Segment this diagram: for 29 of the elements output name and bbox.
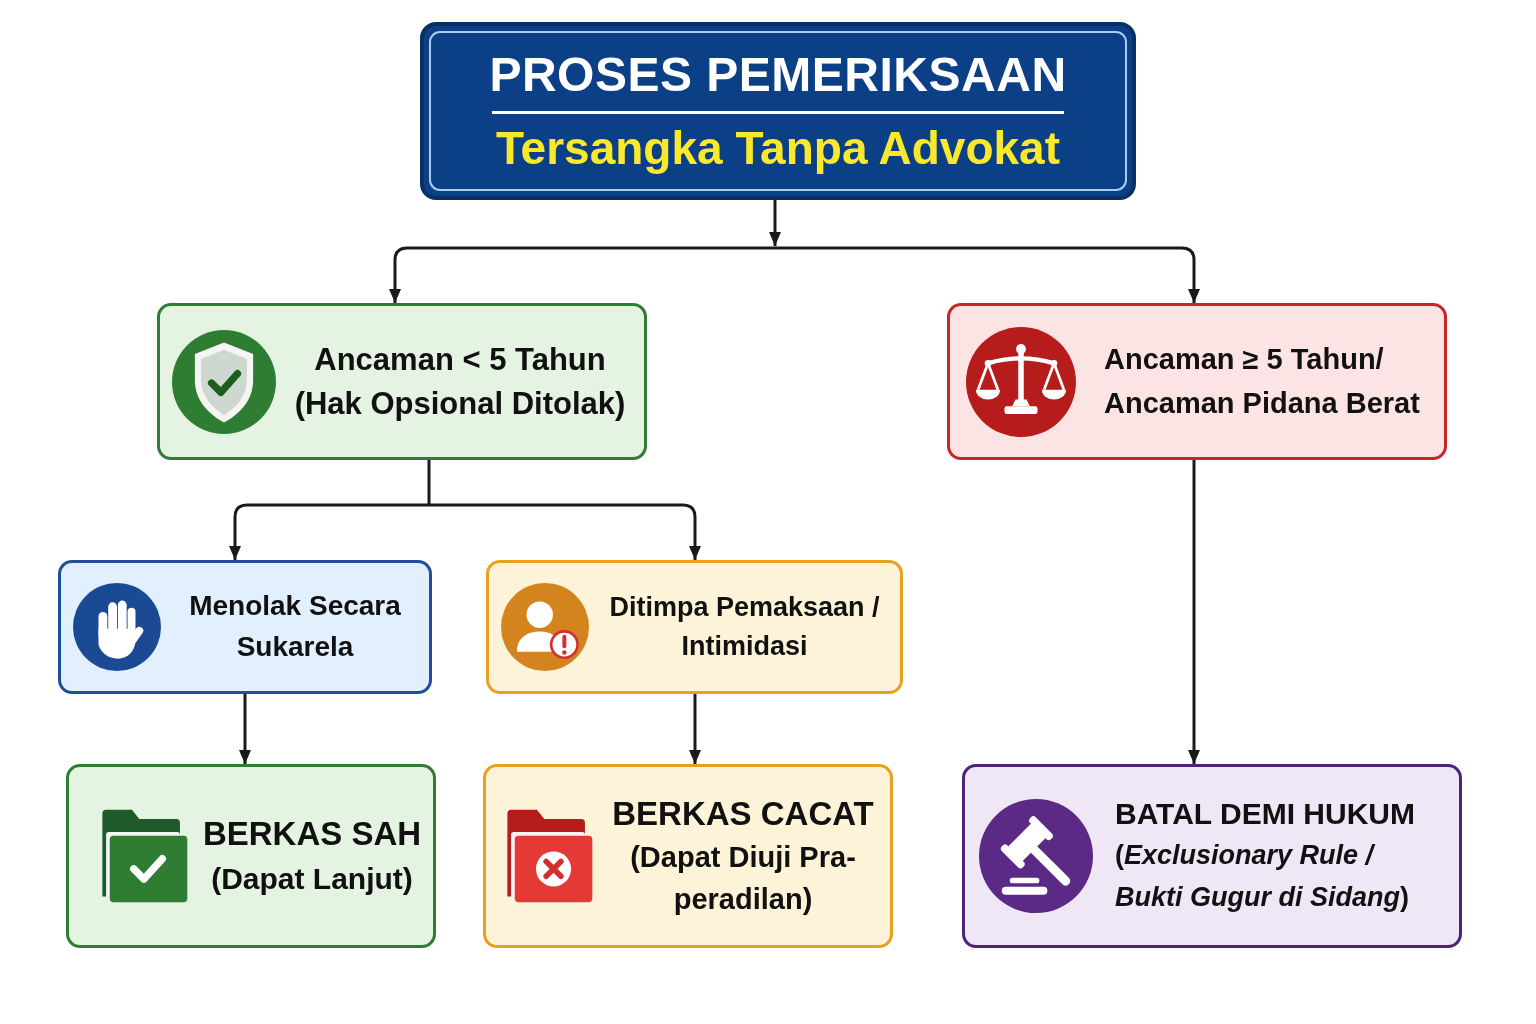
node-note: (Dapat Diuji Pra-peradilan) [629,840,857,918]
outcome-box [66,764,436,948]
arrow [389,246,775,303]
node-note: (Hak Opsional Ditolak) [294,384,626,423]
arrow [769,200,781,246]
node-label: Ancaman ≥ 5 Tahun/ Ancaman Pidana Berat [1104,342,1421,421]
node-label: Menolak Secara Sukarela [188,589,402,664]
connector-line [427,460,431,505]
arrow [689,694,701,764]
subtitle-text: Tersangka Tanpa Advokat [495,122,1061,174]
node-heading: Ancaman < 5 Tahun [314,341,606,380]
arrow [775,246,1200,303]
arrow [239,694,251,764]
node-heading: BERKAS CACAT [612,793,874,834]
condition-box [947,303,1447,460]
condition-box [157,303,647,460]
node-label: Ditimpa Pemaksaan / Intimidasi [608,590,881,663]
arrow [429,503,701,560]
node-heading: BERKAS SAH [202,813,422,854]
node-heading: BATAL DEMI HUKUM [1115,796,1415,833]
node-note: (Exclusionary Rule / Bukti Gugur di Sidang) [1115,839,1410,914]
outcome-box [962,764,1462,948]
response-box [486,560,903,694]
heading-text: PROSES PEMERIKSAAN [489,48,1067,102]
outcome-box [483,764,893,948]
arrow [229,503,429,560]
node-note: (Dapat Lanjut) [211,860,413,897]
arrow [1188,460,1200,764]
response-box [58,560,432,694]
